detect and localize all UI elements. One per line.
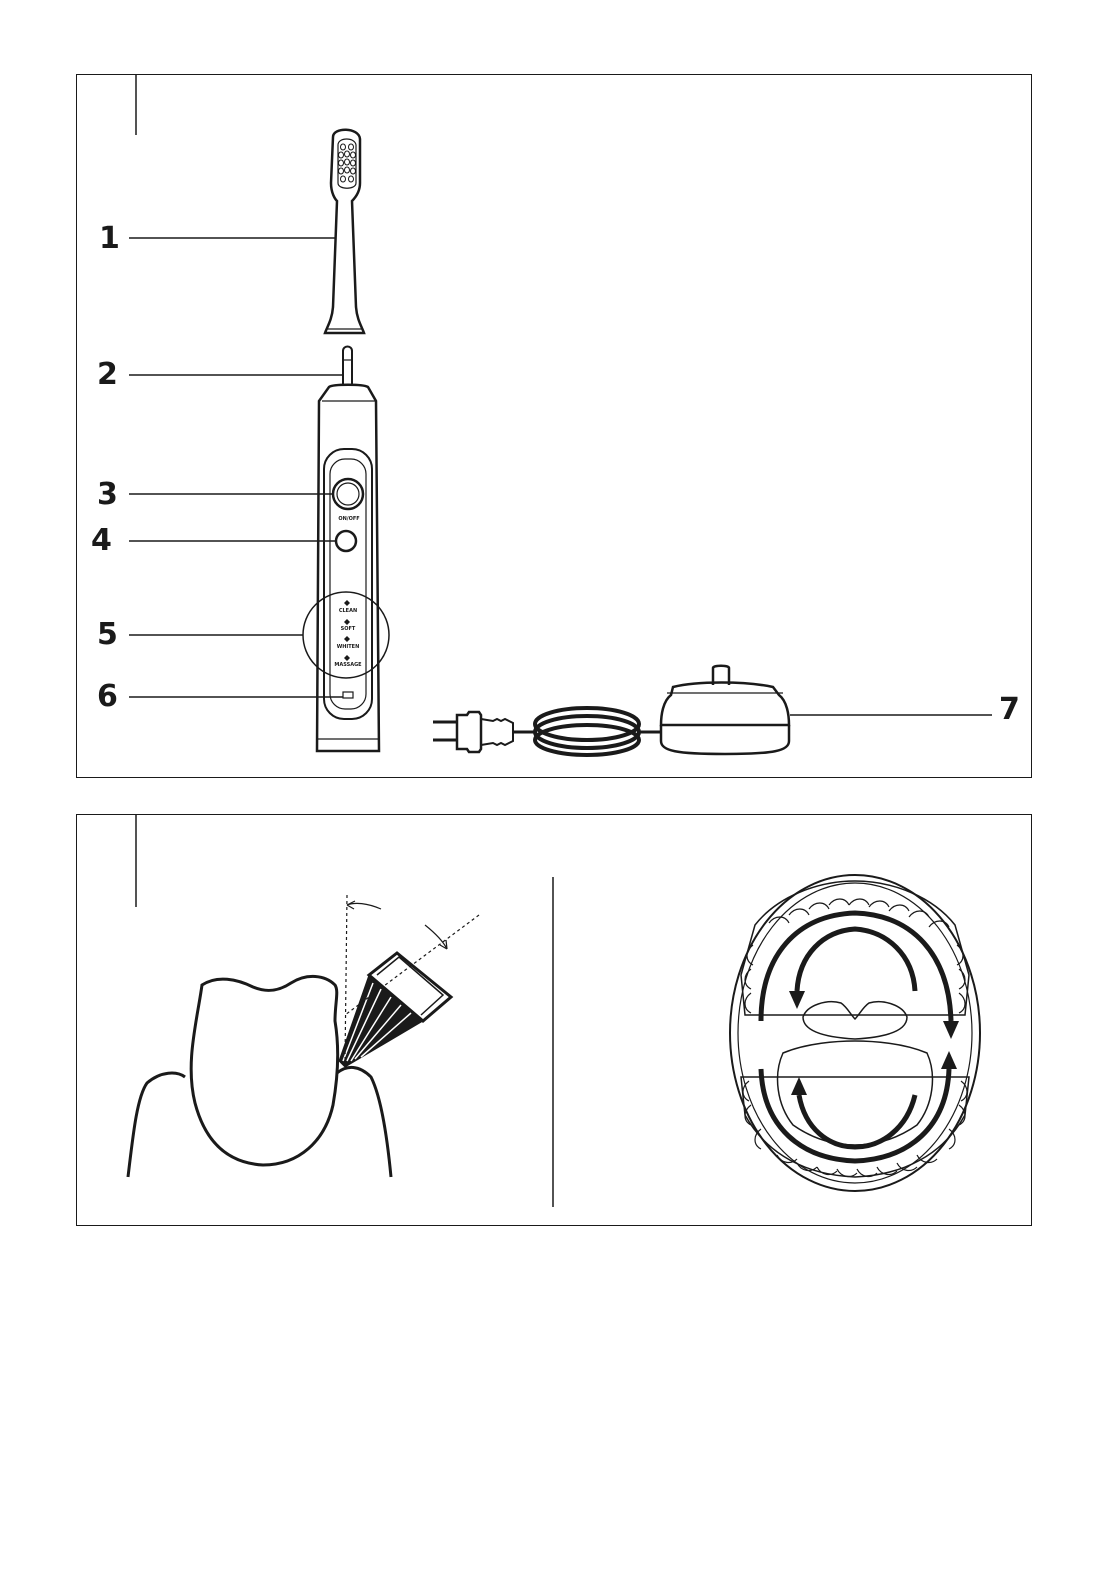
drive-shaft — [343, 347, 352, 386]
brushing-path-arrows — [761, 913, 951, 1161]
tooth-with-gum — [128, 976, 391, 1177]
open-mouth-diagram — [730, 875, 980, 1191]
toothbrush-parts-illustration: ON/OFF CLEAN SOFT WHITEN MASSAGE — [77, 75, 1033, 779]
battery-indicator — [343, 692, 353, 698]
callout-leader-lines — [129, 238, 992, 715]
charging-base — [661, 666, 789, 754]
brushing-technique-illustration — [77, 815, 1033, 1227]
callout-4: 4 — [91, 526, 112, 556]
callout-5: 5 — [97, 620, 118, 650]
mode-whiten-label: WHITEN — [337, 644, 360, 650]
mode-clean-label: CLEAN — [339, 608, 357, 614]
angled-brush-head — [339, 953, 451, 1067]
tongue-tip — [803, 1002, 907, 1039]
callout-6: 6 — [97, 682, 118, 712]
mode-massage-label: MASSAGE — [334, 662, 362, 668]
callout-1: 1 — [99, 224, 120, 254]
figure-a-parts-panel: ON/OFF CLEAN SOFT WHITEN MASSAGE — [76, 74, 1032, 778]
mode-button — [336, 531, 356, 551]
mode-soft-label: SOFT — [341, 626, 356, 632]
power-plug-cord — [433, 708, 660, 755]
toothbrush-handle — [303, 385, 389, 751]
brush-head — [325, 130, 364, 333]
callout-7: 7 — [999, 695, 1020, 725]
power-button-label: ON/OFF — [338, 516, 359, 522]
callout-3: 3 — [97, 480, 118, 510]
callout-2: 2 — [97, 360, 118, 390]
figure-b-technique-panel — [76, 814, 1032, 1226]
